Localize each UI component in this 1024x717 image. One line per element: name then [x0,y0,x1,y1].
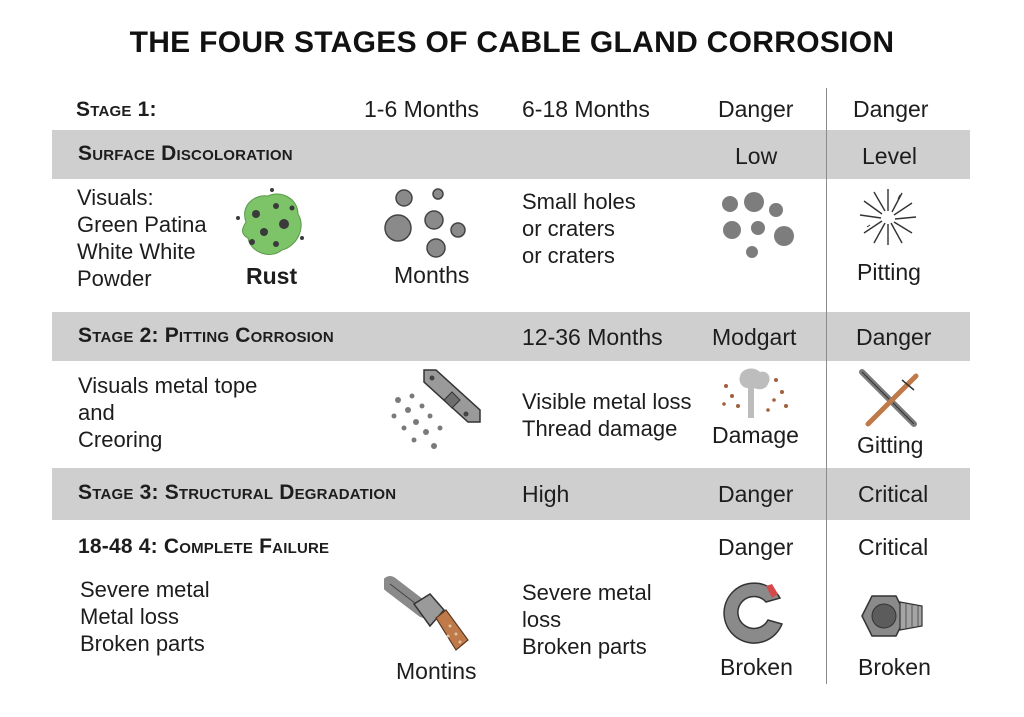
stage1-visuals: Visuals: Green Patina White White Powder [77,185,207,291]
pit-circles-icon [384,188,466,258]
stage2-danger-modgart: Modgart [712,324,797,350]
stage2-visuals: Visuals metal tope and Creoring [78,373,258,452]
stage1-pitting-label: Pitting [857,259,921,285]
header-col3: Danger [718,96,794,122]
header-col1: 1-6 Months [364,96,480,122]
stage1-heading: Surface Discoloration [78,142,293,165]
stage2-danger: Danger [856,324,932,350]
stage2-months: 12-36 Months [522,324,663,350]
stage3-critical: Critical [858,481,929,507]
stage4-heading: 18-48 4: Complete Failure [78,535,330,558]
stage1-heading-band [52,130,970,179]
page-title: THE FOUR STAGES OF CABLE GLAND CORROSION [129,26,895,59]
stage4-visuals: Severe metal Metal loss Broken parts [80,577,210,656]
stage2-damage-label: Damage [712,422,799,448]
pitting-burst-icon [859,189,917,245]
stage3-high: High [522,481,570,507]
stage2-gitting-label: Gitting [857,432,924,458]
stage4-broken-label-1: Broken [720,654,793,680]
stage4-broken-label-2: Broken [858,654,931,680]
green-patina-blob-icon [236,188,304,255]
stage3-danger: Danger [718,481,794,507]
rust-plume-icon [722,368,788,418]
stage2-heading: Stage 2: Pitting Corrosion [78,324,334,347]
hex-gland-nut-icon [861,595,923,637]
header-col2: 6-18 Months [522,96,650,122]
pit-circles-icon-2 [722,192,794,258]
stage3-heading: Stage 3: Structural Degradation [78,481,397,504]
corroded-bolt-icon [384,576,469,651]
stage1-danger-level: Level [862,143,917,169]
stage4-critical: Critical [858,534,929,560]
stage4-danger: Danger [718,534,794,560]
header-stage-label: Stage 1: [76,98,157,121]
stage2-heading-band [52,312,970,361]
stage2-description: Visible metal loss Thread damage [522,389,692,441]
stage3-heading-band [52,468,970,520]
stage4-description: Severe metal loss Broken parts [522,580,652,659]
stage1-months-label: Months [394,262,470,288]
corroded-bracket-icon [391,369,481,449]
danger-column-divider [826,88,827,684]
stage1-danger-low: Low [735,143,778,169]
broken-ring-icon [723,582,784,644]
stage4-montins-label: Montins [396,658,477,684]
stage1-description: Small holes or craters or craters [522,189,636,268]
crossed-rods-icon [859,369,919,427]
stage1-rust-label: Rust [246,263,298,289]
header-col4: Danger [853,96,929,122]
